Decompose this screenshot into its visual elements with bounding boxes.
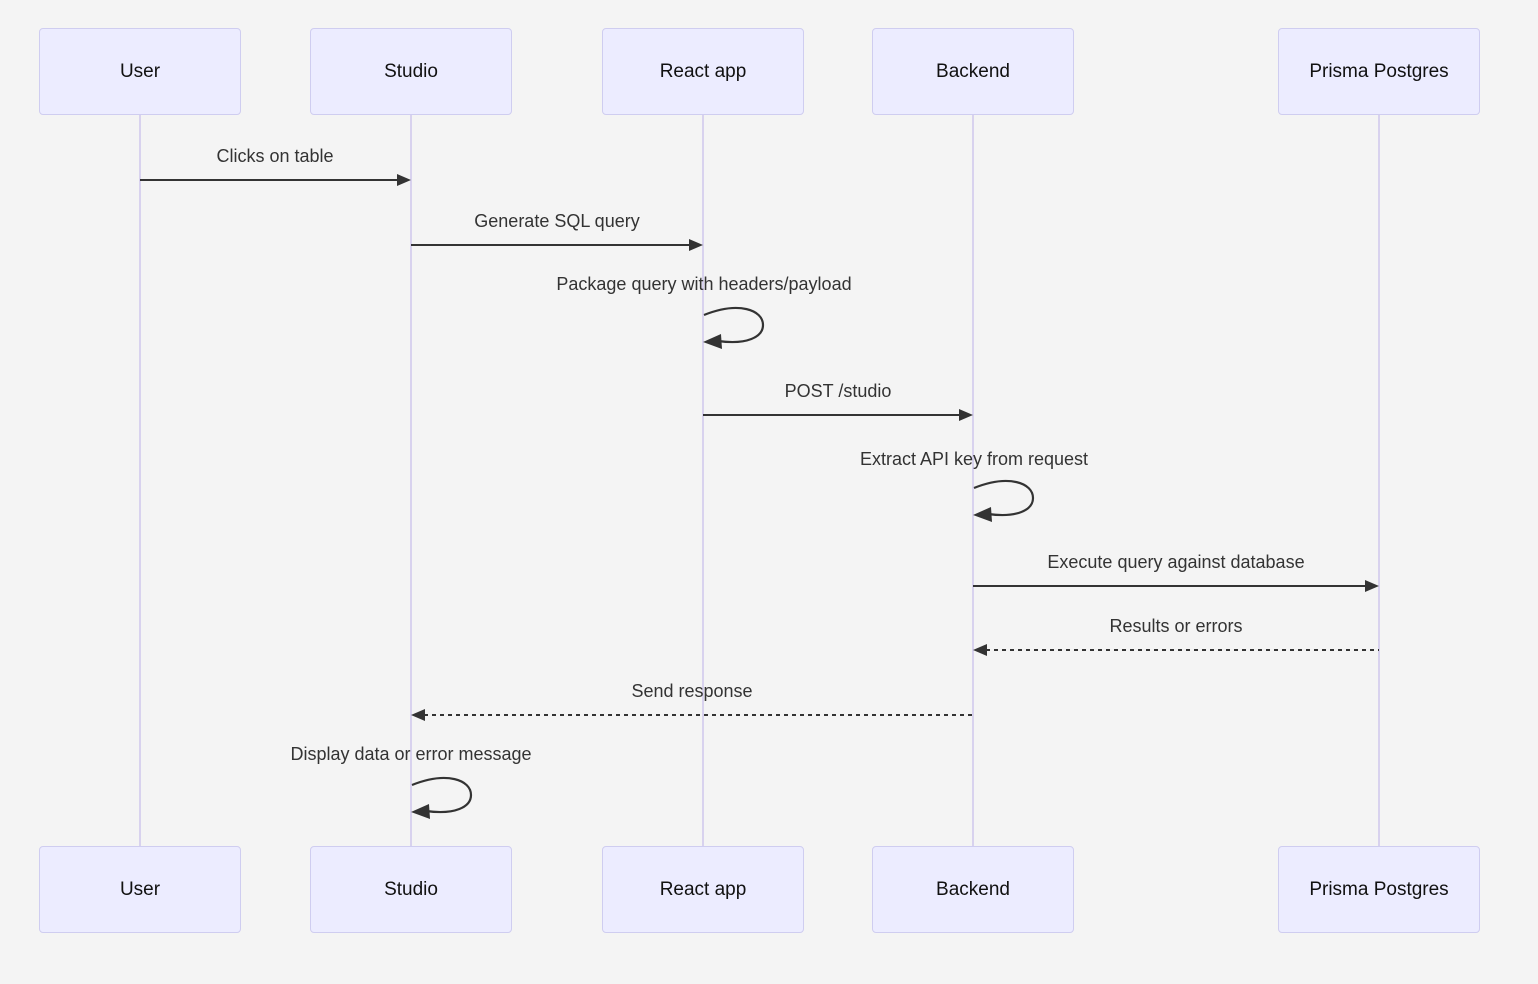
message-label-9: Display data or error message: [290, 744, 532, 764]
loop-line: [411, 776, 473, 814]
message-label-8: Send response: [631, 681, 753, 701]
actor-label: Prisma Postgres: [1309, 878, 1449, 900]
actor-label: Studio: [384, 60, 438, 82]
actor-box-studio-bottom: Studio: [310, 846, 512, 933]
lifeline-studio: [410, 115, 412, 846]
message-label-5: Extract API key from request: [859, 449, 1089, 469]
self-loop-backend: [973, 479, 1035, 522]
message-label-7: Results or errors: [1109, 616, 1243, 636]
actor-box-user-bottom: User: [39, 846, 241, 933]
loop-line: [703, 306, 765, 344]
actor-box-user-top: User: [39, 28, 241, 115]
arrowhead: [411, 804, 430, 819]
lifeline-user: [139, 115, 141, 846]
lifeline-backend: [972, 115, 974, 846]
actor-label: User: [119, 878, 161, 900]
arrowhead: [703, 334, 722, 349]
actor-box-backend-top: Backend: [872, 28, 1074, 115]
actor-box-backend-bottom: Backend: [872, 846, 1074, 933]
arrowhead: [689, 239, 703, 251]
message-label-1: Clicks on table: [216, 146, 334, 166]
message-label-3: Package query with headers/payload: [556, 274, 852, 294]
arrow-line: [424, 714, 973, 716]
message-label-4: POST /studio: [784, 381, 892, 401]
self-loop-studio: [411, 776, 473, 819]
arrowhead: [959, 409, 973, 421]
message-label-2: Generate SQL query: [474, 211, 640, 231]
lifeline-prisma-postgres: [1378, 115, 1380, 846]
arrow-line: [973, 585, 1366, 587]
arrow-line: [986, 649, 1379, 651]
actor-box-react-app-bottom: React app: [602, 846, 804, 933]
arrow-line: [411, 244, 690, 246]
arrow-line: [140, 179, 398, 181]
arrowhead: [411, 709, 425, 721]
arrowhead: [1365, 580, 1379, 592]
message-label-6: Execute query against database: [1047, 552, 1305, 572]
actor-box-studio-top: Studio: [310, 28, 512, 115]
actor-label: React app: [659, 60, 747, 82]
actor-label: Studio: [384, 878, 438, 900]
arrowhead: [397, 174, 411, 186]
arrow-line: [703, 414, 960, 416]
arrowhead: [973, 644, 987, 656]
loop-line: [973, 479, 1035, 517]
actor-label: Backend: [936, 60, 1010, 82]
actor-box-prisma-postgres-bottom: Prisma Postgres: [1278, 846, 1480, 933]
actor-box-react-app-top: React app: [602, 28, 804, 115]
actor-label: User: [119, 60, 161, 82]
self-loop-react-app: [703, 306, 765, 349]
actor-box-prisma-postgres-top: Prisma Postgres: [1278, 28, 1480, 115]
actor-label: Backend: [936, 878, 1010, 900]
lifeline-react-app: [702, 115, 704, 846]
actor-label: Prisma Postgres: [1309, 60, 1449, 82]
actor-label: React app: [659, 878, 747, 900]
arrowhead: [973, 507, 992, 522]
